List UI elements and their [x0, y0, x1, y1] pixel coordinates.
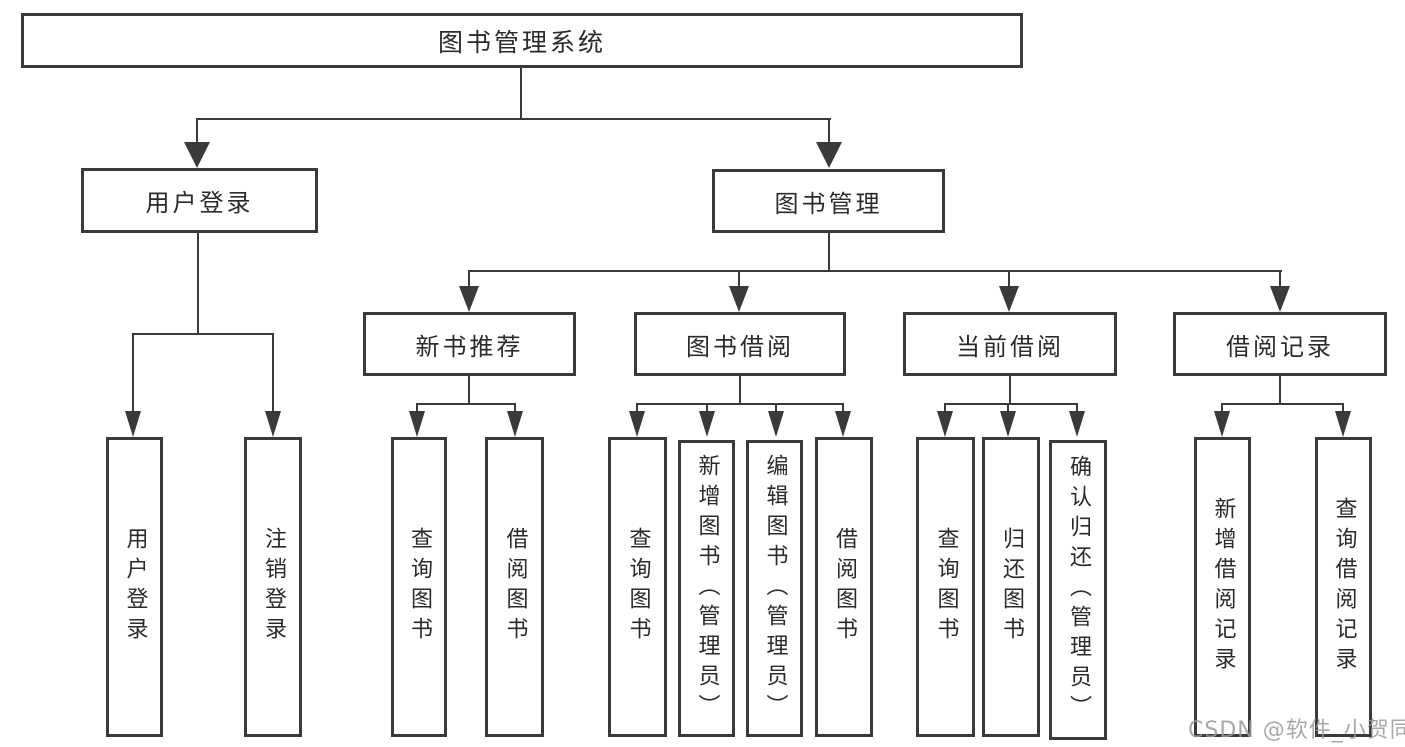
arrowhead-down-icon [768, 411, 784, 437]
arrowhead-down-icon [699, 411, 715, 437]
leaf-borrow-books-1: 借阅图书 [485, 437, 544, 737]
arrowhead-down-icon [835, 411, 851, 437]
connector-line [514, 403, 516, 415]
node-label: 用户登录 [145, 189, 254, 217]
arrowhead-down-icon [125, 411, 141, 437]
arrowhead-down-icon [459, 286, 479, 312]
arrowhead-down-icon [1214, 411, 1230, 437]
connector-line [738, 270, 740, 288]
connector-line [842, 403, 844, 415]
connector-line [636, 403, 638, 415]
connector-line [468, 270, 470, 288]
connector-line [1279, 376, 1281, 405]
connector-line [1221, 403, 1344, 405]
leaf-add-books-admin: 新增图书（管理员） [678, 440, 735, 737]
leaf-label: 注销登录 [261, 527, 286, 647]
leaf-label: 新增借阅记录 [1210, 497, 1236, 677]
connector-line [706, 403, 708, 415]
arrowhead-down-icon [1270, 286, 1290, 312]
connector-line [1076, 403, 1078, 415]
arrowhead-down-icon [507, 411, 523, 437]
leaf-logout: 注销登录 [244, 437, 302, 737]
node-user-login-branch: 用户登录 [81, 168, 318, 233]
node-label: 图书借阅 [686, 332, 794, 361]
connector-line [636, 403, 844, 405]
arrowhead-down-icon [184, 142, 210, 168]
connector-line [828, 233, 830, 272]
arrowhead-down-icon [409, 411, 425, 437]
connector-line [739, 376, 741, 405]
leaf-confirm-return-admin: 确认归还（管理员） [1049, 440, 1107, 740]
leaf-query-books-2: 查询图书 [608, 437, 667, 737]
leaf-query-borrow-record: 查询借阅记录 [1315, 437, 1372, 737]
leaf-label: 查询图书 [625, 527, 651, 647]
node-new-book-recommend: 新书推荐 [363, 312, 576, 376]
node-label: 当前借阅 [956, 332, 1064, 361]
node-root-system: 图书管理系统 [21, 13, 1023, 68]
connector-line [1221, 403, 1223, 415]
leaf-label: 借阅图书 [832, 527, 857, 647]
connector-line [272, 333, 274, 413]
leaf-query-books-3: 查询图书 [916, 437, 975, 737]
connector-line [1342, 403, 1344, 415]
connector-line [468, 270, 1282, 272]
node-label: 借阅记录 [1226, 332, 1334, 361]
connector-line [944, 403, 1078, 405]
leaf-edit-books-admin: 编辑图书（管理员） [746, 440, 803, 737]
arrowhead-down-icon [999, 286, 1019, 312]
arrowhead-down-icon [1000, 411, 1016, 437]
connector-line [775, 403, 777, 415]
node-book-management: 图书管理 [712, 169, 945, 233]
connector-line [1007, 403, 1009, 415]
connector-line [416, 403, 418, 415]
node-label: 新书推荐 [415, 332, 524, 361]
connector-line [520, 68, 522, 120]
arrowhead-down-icon [816, 142, 842, 168]
connector-line [132, 333, 134, 413]
connector-line [196, 118, 198, 146]
connector-line [132, 333, 274, 335]
node-current-borrow: 当前借阅 [903, 312, 1117, 376]
leaf-add-borrow-record: 新增借阅记录 [1194, 437, 1251, 737]
leaf-label: 归还图书 [999, 527, 1024, 647]
leaf-label: 编辑图书（管理员） [762, 453, 788, 724]
leaf-return-books: 归还图书 [982, 437, 1040, 737]
arrowhead-down-icon [1069, 411, 1085, 437]
watermark: CSDN @软件_小贺同学 [1188, 718, 1405, 743]
leaf-query-books-1: 查询图书 [391, 437, 447, 737]
node-book-borrow: 图书借阅 [634, 312, 846, 376]
leaf-borrow-books-2: 借阅图书 [815, 437, 873, 737]
node-label: 图书管理 [774, 189, 883, 218]
connector-line [416, 403, 516, 405]
connector-line [468, 376, 470, 405]
leaf-label: 用户登录 [122, 527, 148, 647]
leaf-label: 新增图书（管理员） [694, 453, 720, 724]
connector-line [828, 118, 830, 146]
leaf-user-login: 用户登录 [106, 437, 163, 737]
connector-line [1279, 270, 1281, 288]
arrowhead-down-icon [265, 411, 281, 437]
node-root-label: 图书管理系统 [437, 27, 606, 57]
leaf-label: 确认归还（管理员） [1066, 455, 1091, 725]
connector-line [1008, 270, 1010, 288]
arrowhead-down-icon [729, 286, 749, 312]
leaf-label: 查询借阅记录 [1331, 497, 1357, 677]
connector-line [1009, 376, 1011, 405]
leaf-label: 借阅图书 [502, 527, 528, 647]
connector-line [944, 403, 946, 415]
arrowhead-down-icon [937, 411, 953, 437]
arrowhead-down-icon [629, 411, 645, 437]
node-borrow-records: 借阅记录 [1173, 312, 1387, 376]
arrowhead-down-icon [1335, 411, 1351, 437]
connector-line [196, 118, 831, 120]
leaf-label: 查询图书 [933, 527, 959, 647]
leaf-label: 查询图书 [407, 527, 432, 647]
connector-line [197, 233, 199, 335]
